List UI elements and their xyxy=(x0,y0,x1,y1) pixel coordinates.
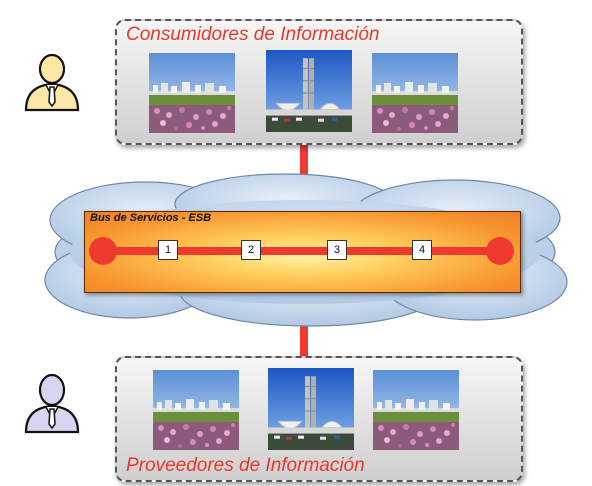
bus-endpoint-right xyxy=(486,237,514,265)
user-icon xyxy=(24,53,80,112)
landscape-photo xyxy=(153,370,239,450)
bus-title: Bus de Servicios - ESB xyxy=(90,212,212,224)
bus-step: 3 xyxy=(327,240,347,260)
landscape-photo xyxy=(373,370,459,450)
congress-photo xyxy=(268,368,354,450)
bus-endpoint-left xyxy=(89,237,117,265)
bus-step: 4 xyxy=(412,240,432,260)
user-icon xyxy=(24,373,80,434)
consumers-title: Consumidores de Información xyxy=(126,24,380,45)
bus-step: 1 xyxy=(158,240,178,260)
providers-title: Proveedores de Información xyxy=(126,455,365,476)
congress-photo xyxy=(266,50,352,132)
landscape-photo xyxy=(149,53,235,133)
landscape-photo xyxy=(372,53,458,133)
bus-line xyxy=(104,247,500,255)
bus-step: 2 xyxy=(241,240,261,260)
